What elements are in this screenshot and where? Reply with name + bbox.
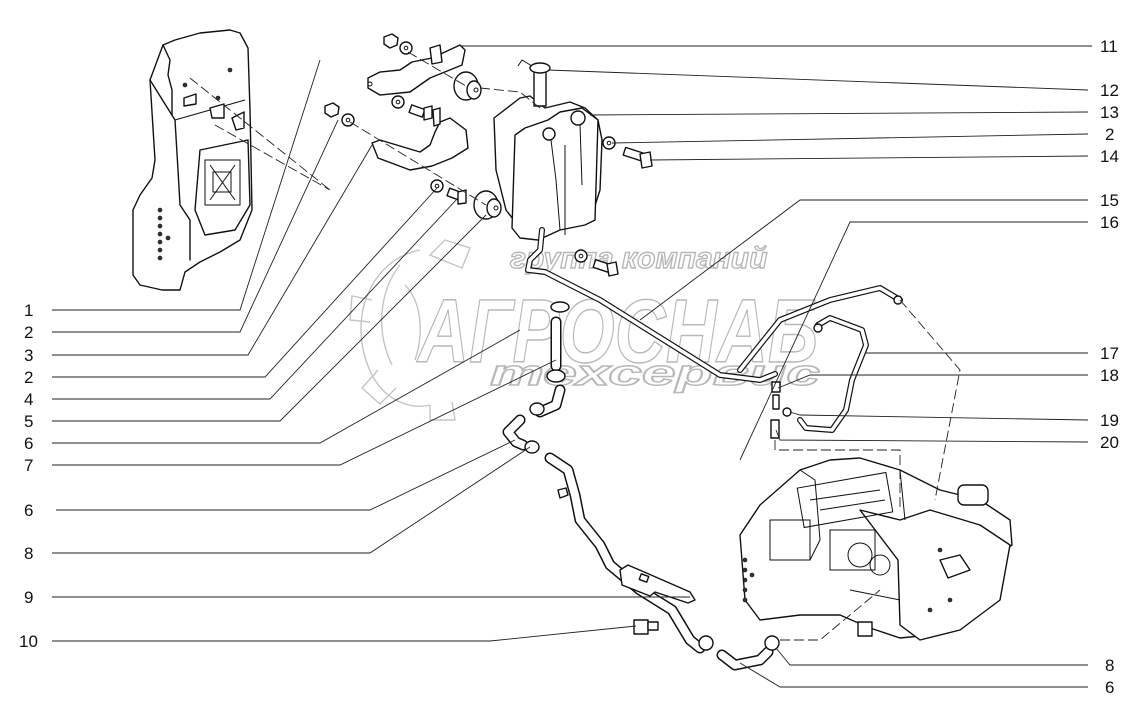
watermark-logo-icon (349, 239, 471, 421)
watermark: группа компаний АГРОСНАБ техсервис (349, 239, 821, 421)
callout-label: 8 (1105, 656, 1114, 675)
callout-label: 2 (1105, 125, 1114, 144)
upper-bracket (367, 44, 466, 96)
callout-label: 15 (1100, 191, 1119, 210)
fasteners (324, 33, 653, 277)
callout-label: 1 (24, 301, 33, 320)
watermark-line2: АГРОСНАБ (416, 282, 818, 382)
pipes-and-hoses (502, 227, 903, 671)
leader-lines (52, 45, 1092, 688)
callout-label: 11 (1100, 37, 1118, 56)
cab-frame-assembly (132, 29, 253, 291)
callout-label: 6 (24, 434, 33, 453)
callout-label: 20 (1100, 433, 1119, 452)
callout-label: 2 (24, 368, 33, 387)
watermark-line3: техсервис (490, 352, 820, 393)
callout-label: 5 (24, 412, 33, 431)
callout-label: 4 (24, 390, 33, 409)
callout-label: 12 (1100, 81, 1119, 100)
callout-label: 8 (24, 544, 33, 563)
callouts-right: 11 12 13 2 14 15 16 17 18 19 20 8 6 (1100, 37, 1119, 697)
watermark-line1: группа компаний (510, 242, 767, 275)
lower-bracket (371, 107, 469, 171)
callout-label: 17 (1100, 344, 1119, 363)
assembly-lines (189, 51, 961, 641)
callout-label: 10 (19, 632, 38, 651)
callouts-left: 1 2 3 2 4 5 6 7 6 8 9 10 (19, 301, 38, 651)
callout-label: 6 (1105, 678, 1114, 697)
expansion-tank (493, 59, 603, 241)
callout-label: 6 (24, 501, 33, 520)
callout-label: 13 (1100, 103, 1119, 122)
callout-label: 19 (1100, 411, 1119, 430)
callout-label: 3 (24, 346, 33, 365)
callout-label: 16 (1100, 213, 1119, 232)
callout-label: 14 (1100, 147, 1119, 166)
engine-assembly (739, 457, 1013, 641)
callout-label: 7 (24, 456, 33, 475)
callout-label: 18 (1100, 366, 1119, 385)
callout-label: 2 (24, 323, 33, 342)
callout-label: 9 (24, 588, 33, 607)
